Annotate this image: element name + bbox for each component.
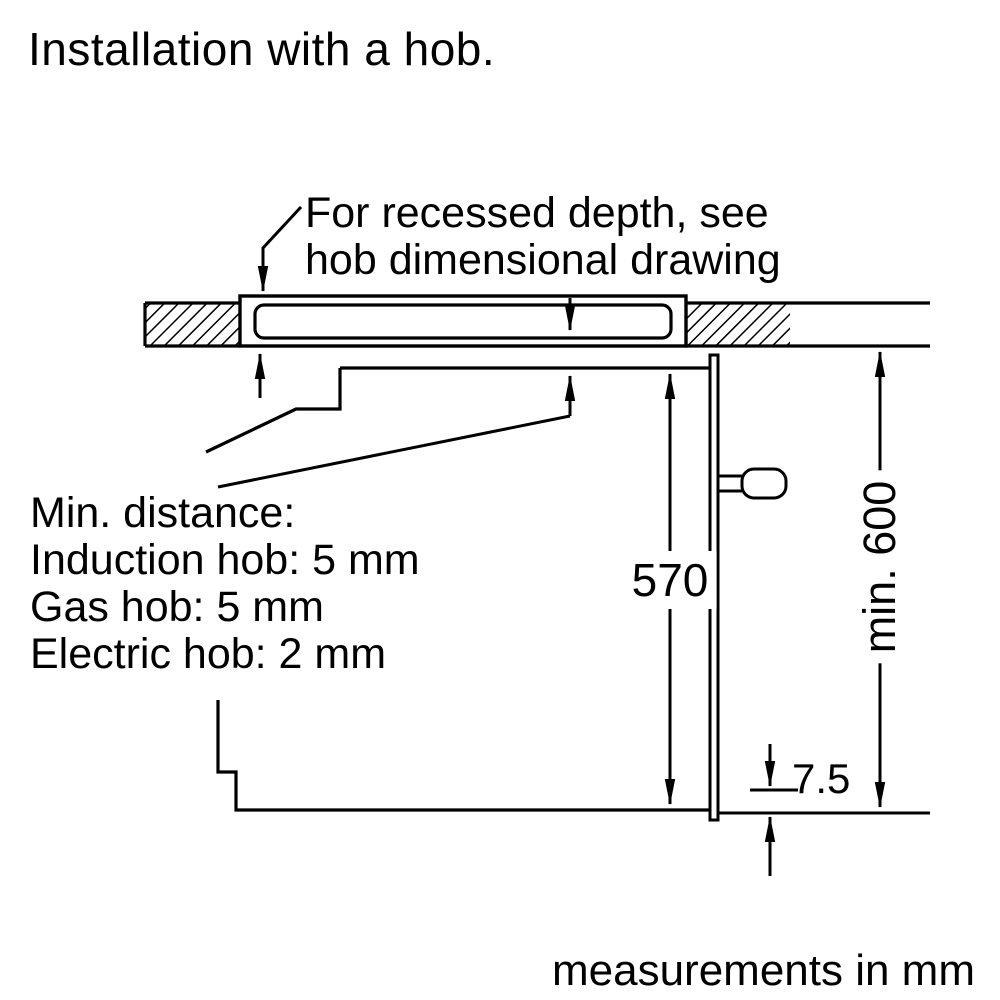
min-distance-item-electric: Electric hob: 2 mm [30,630,387,678]
dim-label-7-5: 7.5 [792,755,851,802]
recessed-depth-callout: For recessed depth, see hob dimensional … [305,190,781,284]
worktop-hatch-left [145,303,240,346]
worktop-hatch-right [686,303,790,346]
min-distance-callout: Min. distance: Induction hob: 5 mm Gas h… [30,490,420,678]
measurements-note: measurements in mm [551,946,975,995]
min-distance-heading: Min. distance: [30,489,296,537]
min-distance-item-induction: Induction hob: 5 mm [30,536,420,584]
dim-label-min-600: min. 600 [852,470,908,664]
page-title: Installation with a hob. [28,23,496,75]
dim-label-570: 570 [623,551,717,609]
min-distance-leader-line [217,414,571,489]
recessed-depth-callout-line1: For recessed depth, see [305,189,769,237]
knob-stem [718,474,742,493]
min-distance-item-gas: Gas hob: 5 mm [30,583,324,631]
oven-bottom-outline [216,700,710,812]
control-knob [740,467,788,500]
recessed-depth-callout-line2: hob dimensional drawing [305,236,781,284]
oven-front-upper-outline [205,368,342,454]
recessed-depth-leader-arrow [257,205,303,293]
hob-inner-rim [253,303,673,340]
